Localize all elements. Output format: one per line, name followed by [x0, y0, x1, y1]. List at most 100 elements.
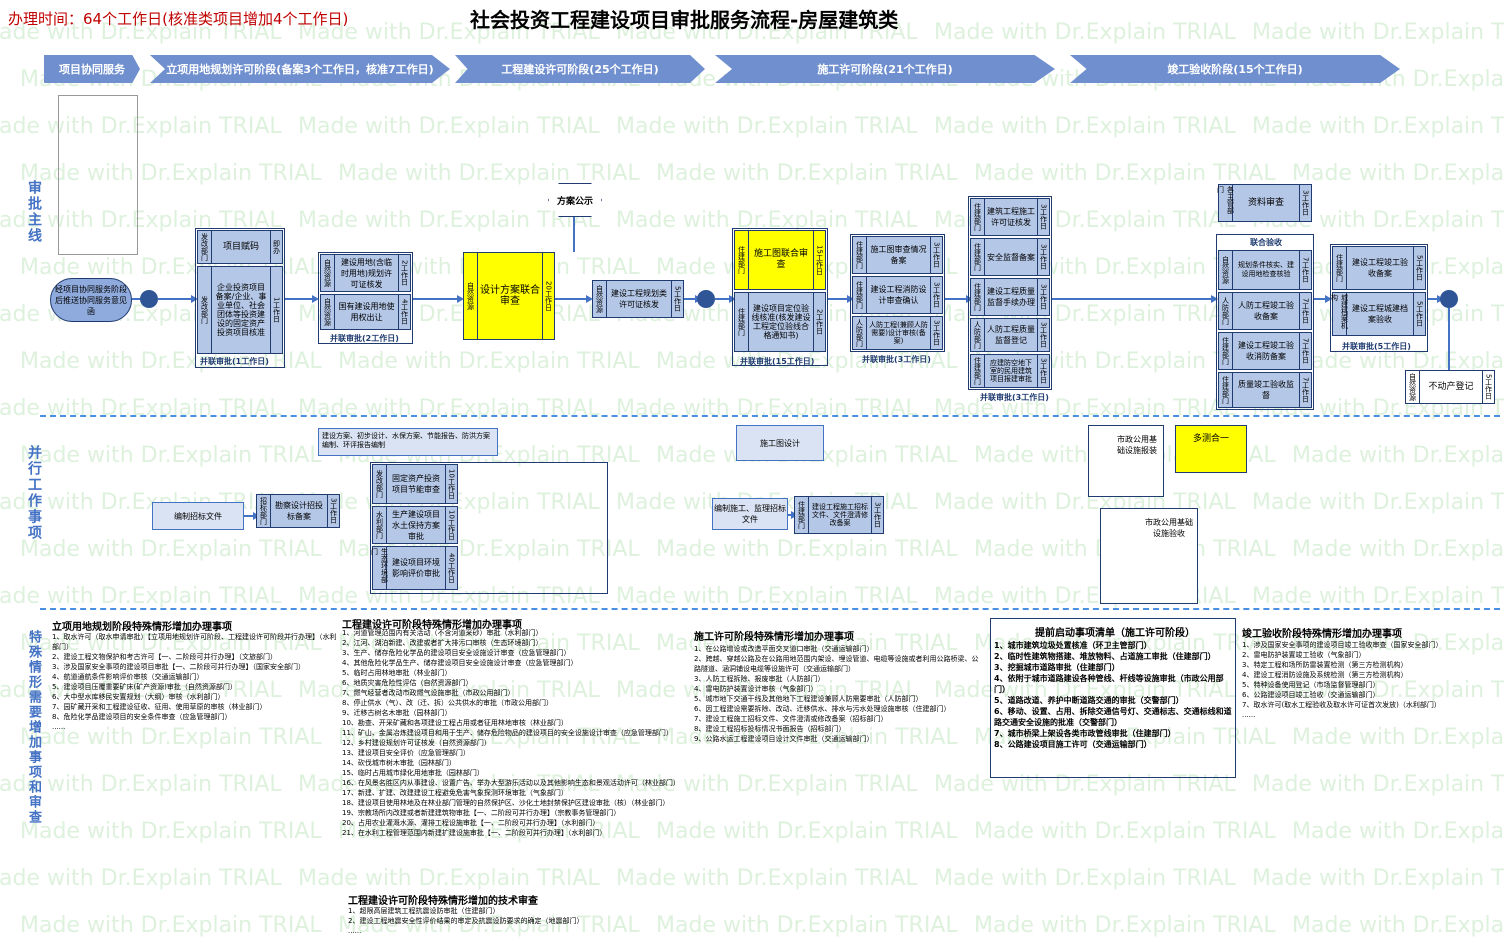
connector [1448, 308, 1450, 370]
start-node: 经项目协同服务阶段后推送协同服务意见函 [50, 278, 132, 322]
approval-box[interactable]: 住建部门 建筑工程施工许可证核发 3工作日 [970, 198, 1050, 236]
connector [413, 295, 464, 303]
special-item: 1、取水许可（取水申请审批）【立项用地规划许可阶段、工程建设许可阶段并行办理】（… [52, 633, 337, 651]
watermark-text: Made with Dr.Explain TRIAL [20, 443, 322, 468]
approval-box[interactable]: 人防部门 人防工程(兼顾人防需要)设计审核(备案) 3工作日 [852, 316, 943, 350]
group-stage4-b [1330, 244, 1428, 352]
note-construction [455, 92, 695, 182]
special-item: 2、建设工程文物保护和考古许可【一、二阶段可并行办理】（文旅部门） [52, 653, 277, 661]
special-item: 11、矿山、金属冶炼建设项目和用于生产、储存危险物品的建设项目的安全设施设计审查… [342, 729, 673, 737]
stage-build-permit: 施工许可阶段(21个工作日) [715, 55, 1055, 83]
approval-box[interactable]: 住建部门 施工图联合审查 15工作日 [734, 230, 826, 290]
approval-box[interactable]: 生态环境部门 建设项目环境影响评价审批 40工作日 [371, 546, 458, 590]
survey-box[interactable]: 多测合一 [1175, 425, 1247, 473]
approval-box[interactable]: 自然资源 国有建设用地使用权出让 4工作日 [320, 294, 411, 330]
special-item: 7、燃气经营者改动市政燃气设施审批（市政公用部门） [342, 689, 515, 697]
watermark-text: Made with Dr.Explain TRIAL [1292, 537, 1504, 562]
watermark-text: Made with Dr.Explain TRIAL [20, 537, 322, 562]
box-name: 建筑工程施工许可证核发 [987, 207, 1035, 227]
approval-box[interactable]: 住建部门 建设工程竣工验收备案 5工作日 [1332, 246, 1426, 290]
approval-box[interactable]: 自然资源 建设工程规划类许可证核发 5工作日 [592, 280, 684, 318]
special-item: 4、其他危险化学品生产、储存建设项目安全设施设计审查（应急管理部门） [342, 659, 578, 667]
approval-box[interactable]: 发改部门 企业投资项目备案/企业、事业单位、社会团体等投资建设的固定资产投资项目… [197, 266, 283, 354]
special-item: 16、在风景名胜区内从事建设、设置广告、举办大型游乐活动以及其他影响生态和景观活… [342, 779, 680, 787]
approval-box[interactable]: 发改部门 项目赋码 即办 [197, 230, 283, 264]
box-name: 国有建设用地使用权出让 [338, 302, 395, 322]
approval-box[interactable]: 自然资源 不动产登记 5工作日 [1405, 370, 1495, 404]
special-item: 6、大中型水库移民安置规划（大纲）审核（水利部门） [52, 693, 225, 701]
approval-box[interactable]: 自然资源 设计方案联合审查 20工作日 [463, 252, 555, 340]
special-item: 7、城市桥梁上架设各类市政管线审批（住建部门） [994, 729, 1176, 738]
parallel-drawing-design[interactable]: 施工图设计 [736, 425, 824, 461]
approval-box[interactable]: 住建部门 建设项目定位验线核准(核发建设工程定位验线合格通知书) 2工作日 [734, 292, 826, 352]
group-stage3-c [968, 196, 1052, 390]
approval-box[interactable]: 住建部门 建设工程质量监督手续办理 3工作日 [970, 278, 1050, 316]
watermark-text: Made with Dr.Explain TRIAL [656, 537, 958, 562]
special-item: 1、在公路增设或改造平面交叉道口审批（交通运输部门） [694, 645, 874, 653]
special-item: 3、挖掘城市道路审批（住建部门） [994, 663, 1120, 672]
special-item: 6、公路建设项目竣工验收（交通运输部门） [1242, 691, 1380, 699]
approval-box[interactable]: 住建部门 应建防空地下室的民用建筑项目报建审批 3工作日 [970, 354, 1050, 388]
special-item: 1、城市建筑垃圾处置核准（环卫主管部门） [994, 641, 1152, 650]
special-item: 5、特种设备使用登记（市场监督管理部门） [1242, 681, 1380, 689]
special-item: 21、在水利工程管理范围内新建扩建设施审批【一、二阶段可并行办理】（水利部门） [342, 829, 607, 837]
box-name: 施工图联合审查 [753, 249, 808, 270]
watermark-text: Made with Dr.Explain TRIAL [934, 866, 1236, 891]
approval-box[interactable]: 人防部门 人防工程质量监督登记 3工作日 [970, 318, 1050, 352]
group-label: 并联审批(15工作日) [740, 357, 815, 366]
watermark-text: Made with Dr.Explain TRIAL [1292, 913, 1504, 938]
special-item: 3、人防工程拆除、报废审批（人防部门） [694, 675, 825, 683]
stage-construction-permit: 工程建设许可阶段(25个工作日) [455, 55, 705, 83]
parallel-tender-doc[interactable]: 编制招标文件 [152, 502, 244, 530]
approval-box[interactable]: 招标部门 勘察设计招投标备案 3工作日 [256, 494, 340, 528]
special-item: 2、跨越、穿越公路及在公路用地范围内架设、埋设管道、电缆等设施或者利用公路桥梁、… [694, 655, 979, 673]
box-name: 生产建设项目水土保持方案审批 [392, 509, 440, 541]
publicity-node: 方案公示 [548, 183, 602, 217]
watermark-text: Made with Dr.Explain TRIAL [1292, 443, 1504, 468]
box-name: 施工图审查情况备案 [870, 245, 927, 265]
box-name: 建设工程施工招标文件、文件澄清修改备案 [812, 503, 868, 527]
special-list-build: 1、在公路增设或改造平面交叉道口审批（交通运输部门） 2、跨越、穿越公路及在公路用… [694, 644, 984, 744]
group-label: 并联审批(5工作日) [1342, 342, 1411, 351]
approval-box[interactable]: 住建部门 建设工程消防设计审查确认 3工作日 [852, 276, 943, 314]
parallel-utility-install[interactable]: 市政公用基础设施报装 [1088, 425, 1164, 497]
node-circle [140, 290, 158, 308]
special-list-land: 1、取水许可（取水申请审批）【立项用地规划许可阶段、工程建设许可阶段并行办理】（… [52, 632, 337, 732]
special-item: 6、移动、设置、占用、拆除交通信号灯、交通标志、交通标线和道路交通安全设施的批准… [994, 707, 1232, 727]
special-item: 17、新建、扩建、改建建设工程避免危害气象探测环境审批（气象部门） [342, 789, 568, 797]
approval-box[interactable]: 城建档案机构 建设工程城建档案验收 5工作日 [1331, 292, 1426, 336]
special-item: 13、建设项目安全评价（应急管理部门） [342, 749, 470, 757]
special-item: 1、超限高层建筑工程抗震设防审批（住建部门） [348, 907, 500, 915]
approval-box[interactable]: 住建部门 建设工程施工招标文件、文件澄清修改备案 3工作日 [794, 496, 884, 534]
approval-box[interactable]: 人防部门 人防工程竣工验收备案 7工作日 [1218, 292, 1312, 330]
note-build [715, 92, 1055, 132]
approval-box[interactable]: 住建部门 质量竣工验收监督 7工作日 [1218, 372, 1312, 408]
special-item: 19、宗教场所内改建或者新建建筑物审批【一、二阶段可并行办理】（宗教事务管理部门… [342, 809, 621, 817]
advance-start-box [990, 618, 1236, 778]
lane-main: 审批主线 [26, 180, 42, 244]
connector [573, 217, 575, 252]
watermark-text: Made with Dr.Explain TRIAL [1252, 866, 1504, 891]
parallel-utility-accept[interactable]: 市政公用基础设施验收 [1100, 508, 1198, 604]
connector [1314, 295, 1332, 303]
parallel-tender-prep[interactable]: 编制施工、监理招标文件 [712, 498, 788, 530]
group-joint-acceptance [1216, 234, 1314, 410]
approval-box[interactable]: 各主管部门 资料审查 3工作日 [1217, 184, 1312, 222]
special-item: 9、迁移古树名木审批（园林部门） [342, 709, 452, 717]
approval-box[interactable]: 住建部门 建设工程竣工验收消防备案 7工作日 [1218, 332, 1312, 370]
approval-box[interactable]: 自然资源 建设用地(含临时用地)规划许可证核发 2工作日 [320, 254, 411, 292]
approval-box[interactable]: 发改部门 固定资产投资项目节能审查 10工作日 [372, 464, 458, 504]
approval-box[interactable]: 自然资源 规划条件核实、建设用地检查核验 7工作日 [1218, 250, 1312, 290]
box-name: 人防工程竣工验收备案 [1238, 301, 1294, 321]
group-label: 联合验收 [1250, 238, 1282, 247]
approval-box[interactable]: 水利部门 生产建设项目水土保持方案审批 10工作日 [372, 506, 458, 544]
parallel-prep[interactable]: 建设方案、初步设计、水保方案、节能报告、防洪方案编制、环评报告编制 [318, 428, 498, 456]
watermark-text: Made with Dr.Explain TRIAL [656, 913, 958, 938]
watermark-text: Made with Dr.Explain TRIAL [616, 866, 918, 891]
approval-box[interactable]: 住建部门 安全监督备案 3工作日 [970, 238, 1050, 276]
special-item: 5、城市地下交通干线及其他地下工程建设兼顾人防需要审批（人防部门） [694, 695, 923, 703]
approval-box[interactable]: 住建部门 施工图审查情况备案 3工作日 [852, 236, 943, 274]
special-item: 18、建设项目使用林地及在林业部门管理的自然保护区、沙化土地封禁保护区建设审批（… [342, 799, 670, 807]
box-name: 项目赋码 [222, 241, 259, 252]
box-name: 企业投资项目备案/企业、事业单位、社会团体等投资建设的固定资产投资项目核准 [215, 283, 267, 337]
